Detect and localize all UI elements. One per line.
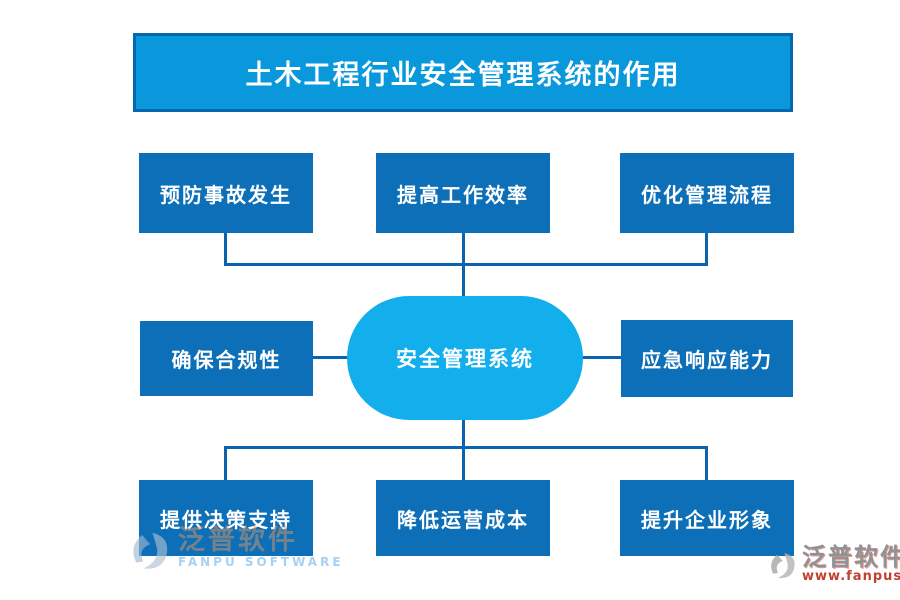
fanpu-logo-icon (133, 532, 168, 569)
connector-top-right-vertical (705, 233, 708, 266)
node-ensure-compliance: 确保合规性 (140, 321, 313, 396)
node-enhance-image: 提升企业形象 (620, 480, 794, 556)
connector-bottom-left-vertical (224, 446, 227, 480)
node-emergency-response: 应急响应能力 (621, 320, 793, 397)
connector-left-horizontal (313, 356, 349, 359)
connector-bottom-center-vertical-upper (462, 420, 465, 448)
connector-top-center-vertical (462, 233, 465, 296)
node-decision-support: 提供决策支持 (139, 480, 313, 556)
connector-top-left-vertical (224, 233, 227, 266)
diagram-title: 土木工程行业安全管理系统的作用 (133, 33, 793, 112)
node-prevent-accidents: 预防事故发生 (139, 153, 313, 233)
watermark-brand-text: 泛普软件 (178, 525, 298, 556)
watermark-url-text: www.fanpusoft.com (802, 569, 900, 584)
connector-bottom-horizontal-bus (224, 446, 708, 449)
watermark-right: 泛普软件 www.fanpusoft.com (766, 545, 900, 584)
connector-bottom-center-vertical (462, 446, 465, 480)
connector-right-horizontal (581, 356, 622, 359)
node-safety-management-system: 安全管理系统 (347, 296, 583, 420)
node-optimize-process: 优化管理流程 (620, 153, 794, 233)
watermark-left: 泛普软件 FANPU SOFTWARE (126, 525, 344, 573)
watermark-brand-text: 泛普软件 (802, 543, 900, 571)
fanpu-logo-icon (771, 553, 795, 579)
watermark-subtext: FANPU SOFTWARE (178, 555, 344, 570)
node-improve-efficiency: 提高工作效率 (376, 153, 550, 233)
connector-bottom-right-vertical (705, 446, 708, 480)
connector-top-horizontal-bus (224, 263, 708, 266)
node-reduce-costs: 降低运营成本 (376, 480, 550, 556)
